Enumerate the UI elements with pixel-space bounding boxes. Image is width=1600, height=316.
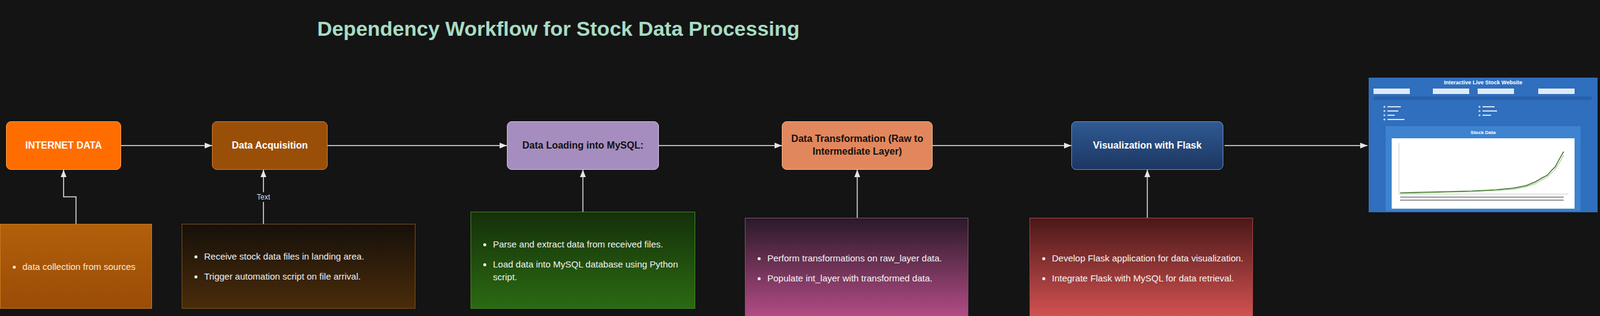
process-box: Data Loading into MySQL: bbox=[506, 121, 659, 170]
bullet-text: Perform transformations on raw_layer dat… bbox=[767, 251, 963, 265]
note-box: Develop Flask application for data visua… bbox=[1029, 217, 1253, 316]
bullet-text: Parse and extract data from received fil… bbox=[492, 237, 690, 251]
bullet-text: Develop Flask application for data visua… bbox=[1051, 251, 1248, 265]
box-label: Visualization with Flask bbox=[1077, 139, 1217, 153]
bullet-text: Trigger automation script on file arriva… bbox=[204, 269, 410, 283]
flow-arrow bbox=[932, 144, 1072, 146]
note-box: Receive stock data files in landing area… bbox=[181, 223, 416, 309]
flow-arrow bbox=[658, 144, 782, 146]
input-field bbox=[1432, 88, 1470, 94]
button-row bbox=[1373, 96, 1592, 100]
flow-arrow bbox=[63, 169, 77, 224]
chart-panel bbox=[1385, 125, 1581, 211]
flow-arrow bbox=[582, 169, 584, 212]
chart-axis bbox=[1398, 142, 1400, 194]
bullet-text: Integrate Flask with MySQL for data retr… bbox=[1051, 271, 1248, 285]
flow-arrow bbox=[856, 169, 859, 218]
box-label: Data Transformation (Raw to Intermediate… bbox=[788, 132, 926, 159]
input-field bbox=[1477, 88, 1515, 94]
output-arrow bbox=[1224, 144, 1368, 146]
process-box: INTERNET DATA bbox=[6, 121, 122, 170]
chart-axis bbox=[1398, 193, 1569, 195]
box-label: INTERNET DATA bbox=[12, 139, 115, 153]
diagram-title: Dependency Workflow for Stock Data Proce… bbox=[317, 16, 800, 41]
box-label: Data Acquisition bbox=[218, 139, 321, 153]
panel-heading: Stock Data bbox=[1470, 129, 1496, 136]
bullet-text: Receive stock data files in landing area… bbox=[204, 249, 410, 263]
box-label: Data Loading into MySQL: bbox=[513, 139, 653, 153]
bullet-text: Populate int_layer with transformed data… bbox=[767, 271, 963, 285]
process-box: Data Acquisition bbox=[211, 121, 328, 170]
input-field bbox=[1538, 88, 1575, 94]
flow-arrow bbox=[1147, 169, 1149, 218]
note-box: data collection from sources bbox=[0, 223, 153, 309]
flow-arrow bbox=[121, 144, 212, 146]
flow-arrow bbox=[327, 144, 507, 146]
screenshot-ground bbox=[1368, 77, 1598, 212]
input-field bbox=[1373, 88, 1410, 94]
average-line bbox=[1400, 155, 1564, 194]
price-line bbox=[1400, 151, 1564, 193]
bullet-text: Load data into MySQL database using Pyth… bbox=[492, 257, 690, 283]
process-box: Visualization with Flask bbox=[1071, 121, 1224, 170]
note-box: Perform transformations on raw_layer dat… bbox=[744, 217, 969, 316]
website-screenshot bbox=[1368, 77, 1598, 212]
checkbox-list bbox=[1383, 105, 1498, 120]
edge-label: Text bbox=[254, 191, 272, 202]
bullet-text: data collection from sources bbox=[22, 259, 147, 273]
chart-area bbox=[1391, 138, 1575, 209]
screenshot-heading: Interactive Live Stock Website bbox=[1443, 79, 1522, 86]
axis-ticks bbox=[1400, 196, 1564, 201]
process-box: Data Transformation (Raw to Intermediate… bbox=[781, 121, 933, 170]
note-box: Parse and extract data from received fil… bbox=[470, 211, 696, 309]
